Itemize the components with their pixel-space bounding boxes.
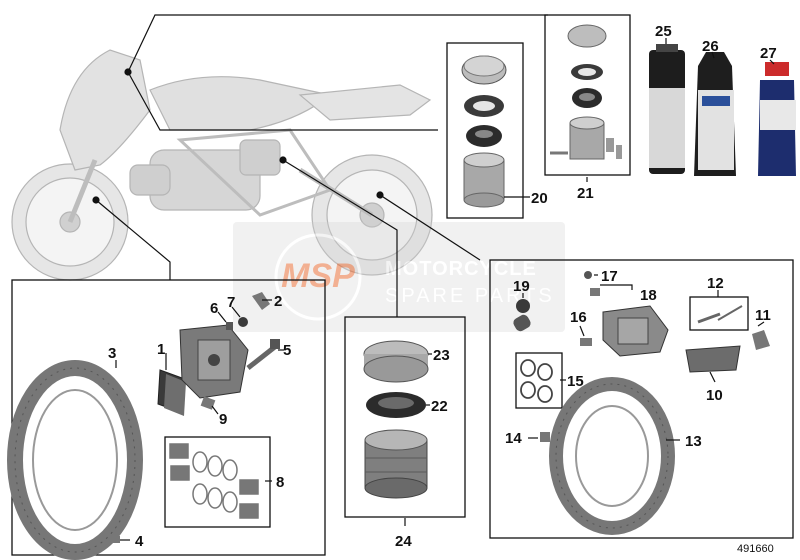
callout-8: 8 <box>276 474 284 491</box>
callout-26: 26 <box>702 38 719 55</box>
front-caliper <box>179 324 249 399</box>
part-23-cap <box>363 340 429 383</box>
callout-4: 4 <box>135 533 144 550</box>
part-11-spring <box>752 330 770 350</box>
part-16-bolt <box>580 338 592 346</box>
callout-17: 17 <box>601 268 618 285</box>
callout-22: 22 <box>431 398 448 415</box>
callout-14: 14 <box>505 430 522 447</box>
part-12-pins <box>697 305 743 324</box>
part-25-spray-can <box>649 44 685 174</box>
callout-27: 27 <box>760 45 777 62</box>
part-15-seals <box>520 359 553 403</box>
callout-19: 19 <box>513 278 530 295</box>
callout-12: 12 <box>707 275 724 292</box>
part-5-bolt <box>246 339 280 370</box>
box-rear-reservoir <box>544 14 631 176</box>
callout-13: 13 <box>685 433 702 450</box>
part-10-rear-pads <box>685 345 741 373</box>
watermark-line2: SPARE PARTS <box>385 285 555 307</box>
callout-3: 3 <box>108 345 116 362</box>
part-17-18-bleed <box>584 271 600 296</box>
callout-7: 7 <box>227 294 235 311</box>
part-24-reservoir <box>364 429 428 499</box>
callout-18: 18 <box>640 287 657 304</box>
callout-10: 10 <box>706 387 723 404</box>
callout-15: 15 <box>567 373 584 390</box>
number-leaders <box>115 38 775 541</box>
callout-21: 21 <box>577 185 594 202</box>
box-front-brake <box>11 279 326 556</box>
part-27-dot4-bottle <box>758 62 796 176</box>
part-8-piston-kit <box>169 443 259 519</box>
callout-16: 16 <box>570 309 587 326</box>
box-front-reservoir <box>446 42 524 219</box>
watermark-line1: MOTORCYCLE <box>385 258 537 280</box>
diagram-id: 491660 <box>737 543 774 555</box>
watermark: MSP MOTORCYCLE SPARE PARTS <box>233 222 565 332</box>
part-19-cap <box>513 299 531 332</box>
callout-20: 20 <box>531 190 548 207</box>
callout-1: 1 <box>157 341 165 358</box>
part-22-diaphragm <box>366 392 426 418</box>
part-13-rear-disc <box>549 377 675 535</box>
callout-11: 11 <box>755 307 771 324</box>
part-20-reservoir <box>461 55 530 208</box>
callout-9: 9 <box>219 411 227 428</box>
watermark-logo: MSP <box>281 257 355 295</box>
group-boxes <box>11 14 794 556</box>
callout-24: 24 <box>395 533 412 550</box>
leader-lines <box>92 14 548 317</box>
callout-23: 23 <box>433 347 450 364</box>
callout-2: 2 <box>274 293 282 310</box>
motorcycle-illustration <box>11 49 433 281</box>
part-21-reservoir <box>550 24 622 160</box>
callout-5: 5 <box>283 342 291 359</box>
part-2-bracket <box>252 292 270 310</box>
part-4-screw <box>108 536 120 543</box>
callout-numbers: 1 2 3 4 5 6 7 8 9 10 11 12 13 14 15 16 1… <box>108 23 777 550</box>
callout-6: 6 <box>210 300 218 317</box>
part-14-screw <box>540 432 550 442</box>
box-master-cylinder <box>344 316 466 518</box>
box-rear-brake <box>489 259 794 539</box>
part-3-front-disc <box>7 360 143 560</box>
part-1-brake-pads <box>157 369 186 416</box>
rear-caliper <box>602 305 669 357</box>
box-piston-kit <box>164 436 271 528</box>
callout-25: 25 <box>655 23 672 40</box>
part-6-7-bleed-screw <box>226 317 248 330</box>
part-26-brake-fluid-bottle <box>694 52 736 176</box>
box-pin-kit <box>689 296 749 331</box>
